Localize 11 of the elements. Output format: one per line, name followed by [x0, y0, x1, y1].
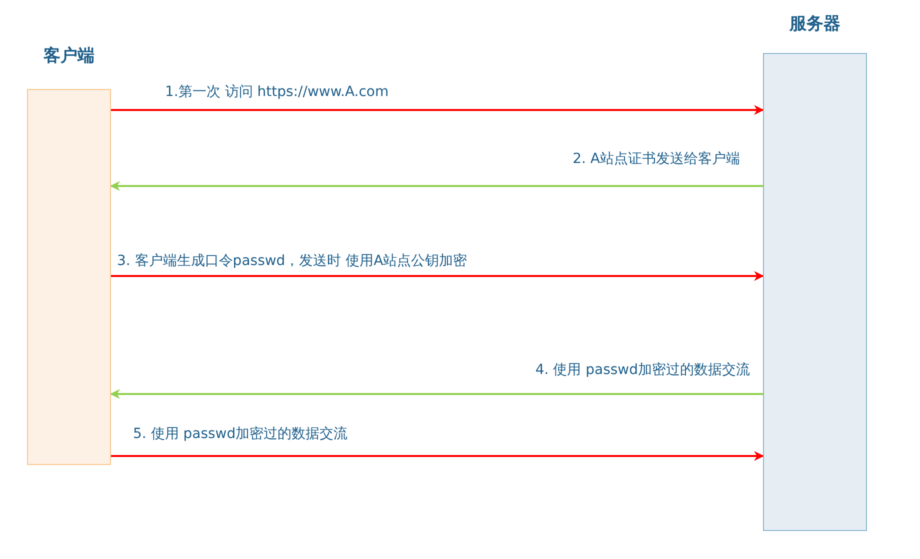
edge-label: 5. 使用 passwd加密过的数据交流 — [131, 425, 350, 443]
edge-label: 4. 使用 passwd加密过的数据交流 — [533, 361, 752, 379]
message-arrow — [111, 271, 764, 281]
message-arrow — [111, 451, 764, 461]
edge-label: 3. 客户端生成口令passwd，发送时 使用A站点公钥加密 — [115, 252, 470, 270]
edge-label: 2. A站点证书发送给客户端 — [570, 150, 742, 168]
message-arrow — [110, 181, 763, 191]
message-arrow — [110, 389, 763, 399]
message-arrow — [111, 105, 764, 115]
lifeline-heading: 服务器 — [788, 13, 842, 35]
lifeline-heading: 客户端 — [42, 45, 96, 67]
